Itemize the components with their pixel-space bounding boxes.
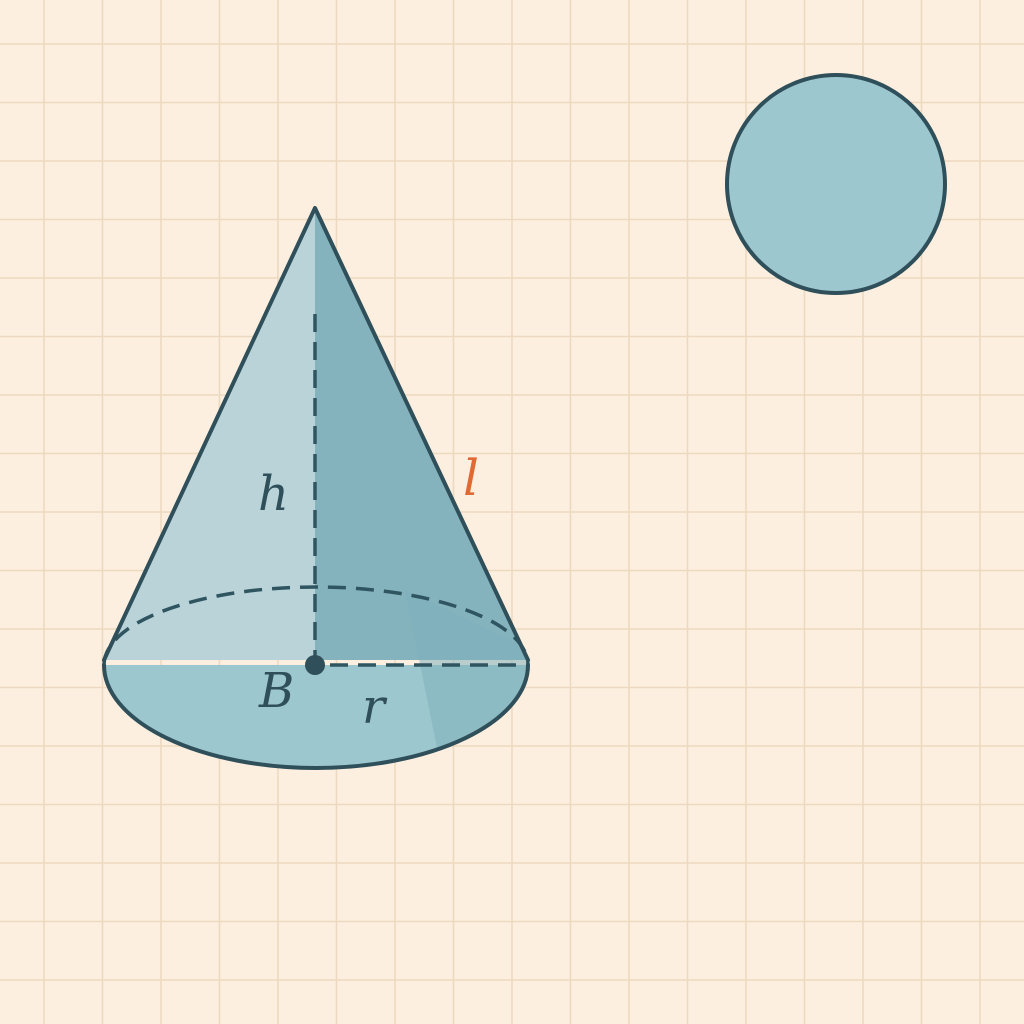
- center-label: B: [258, 663, 294, 719]
- cone-slant-edges: [102, 206, 530, 662]
- height-label: h: [258, 466, 289, 522]
- base-front-edge: [102, 663, 530, 770]
- cone-base-shadow: [405, 590, 528, 748]
- slant-height-label: l: [463, 449, 479, 507]
- center-point: [305, 655, 325, 675]
- cone-base: [104, 665, 528, 768]
- base-hidden-edge: [102, 585, 530, 666]
- radius-label: r: [362, 679, 388, 735]
- base-circle: [725, 73, 947, 295]
